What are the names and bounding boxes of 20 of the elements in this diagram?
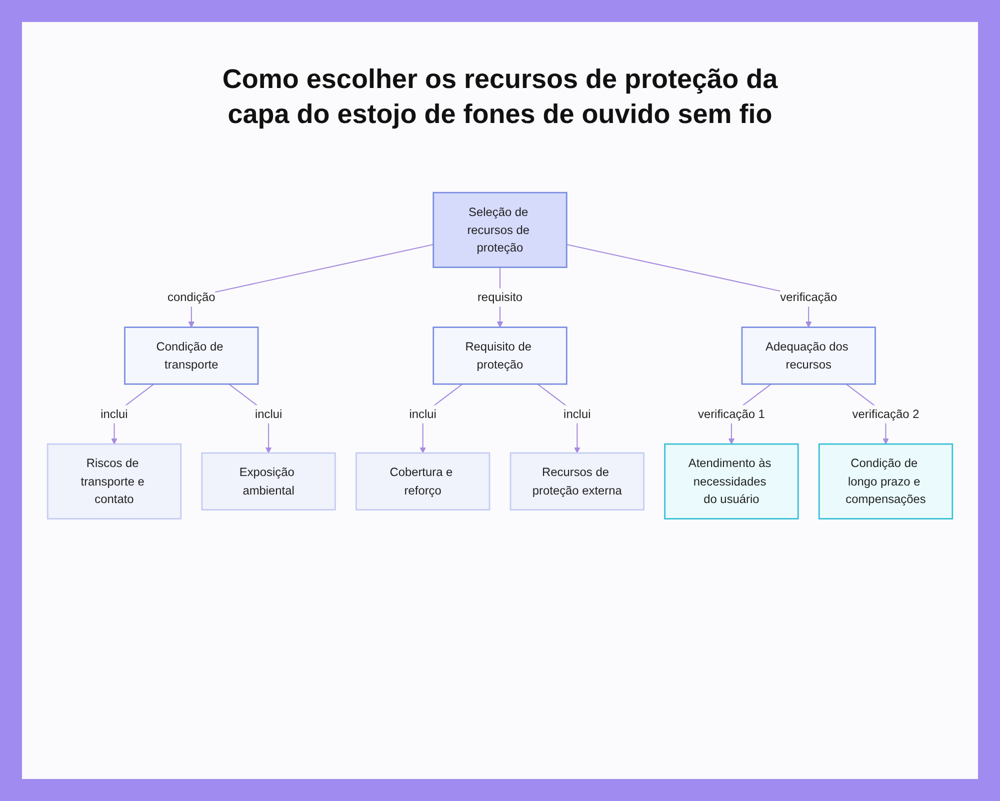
node-box: Adequação dos recursos bbox=[741, 326, 876, 385]
node-box: Requisito de proteção bbox=[432, 326, 568, 385]
edge-label: requisito bbox=[477, 290, 523, 304]
edge-label: condição bbox=[168, 290, 216, 304]
edge-label: verificação bbox=[780, 290, 838, 304]
edge-label: inclui bbox=[409, 407, 436, 421]
node-box: Riscos de transporte e contato bbox=[46, 443, 182, 520]
edge-label: verificação 2 bbox=[852, 407, 920, 421]
edge-label: inclui bbox=[564, 407, 591, 421]
node-box: Atendimento às necessidades do usuário bbox=[664, 443, 799, 520]
node-box: Recursos de proteção externa bbox=[510, 452, 644, 511]
node-box: Condição de longo prazo e compensações bbox=[818, 443, 954, 520]
diagram-title: Como escolher os recursos de proteção da capa do estojo de fones de ouvido sem fio bbox=[222, 63, 778, 132]
edge-label: inclui bbox=[100, 407, 128, 421]
edge-label: inclui bbox=[254, 407, 282, 421]
node-box: Cobertura e reforço bbox=[356, 452, 490, 511]
node-box: Seleção de recursos de proteção bbox=[432, 192, 568, 268]
edge-label: verificação 1 bbox=[698, 407, 765, 421]
node-box: Condição de transporte bbox=[124, 326, 259, 385]
node-box: Exposição ambiental bbox=[201, 452, 336, 511]
